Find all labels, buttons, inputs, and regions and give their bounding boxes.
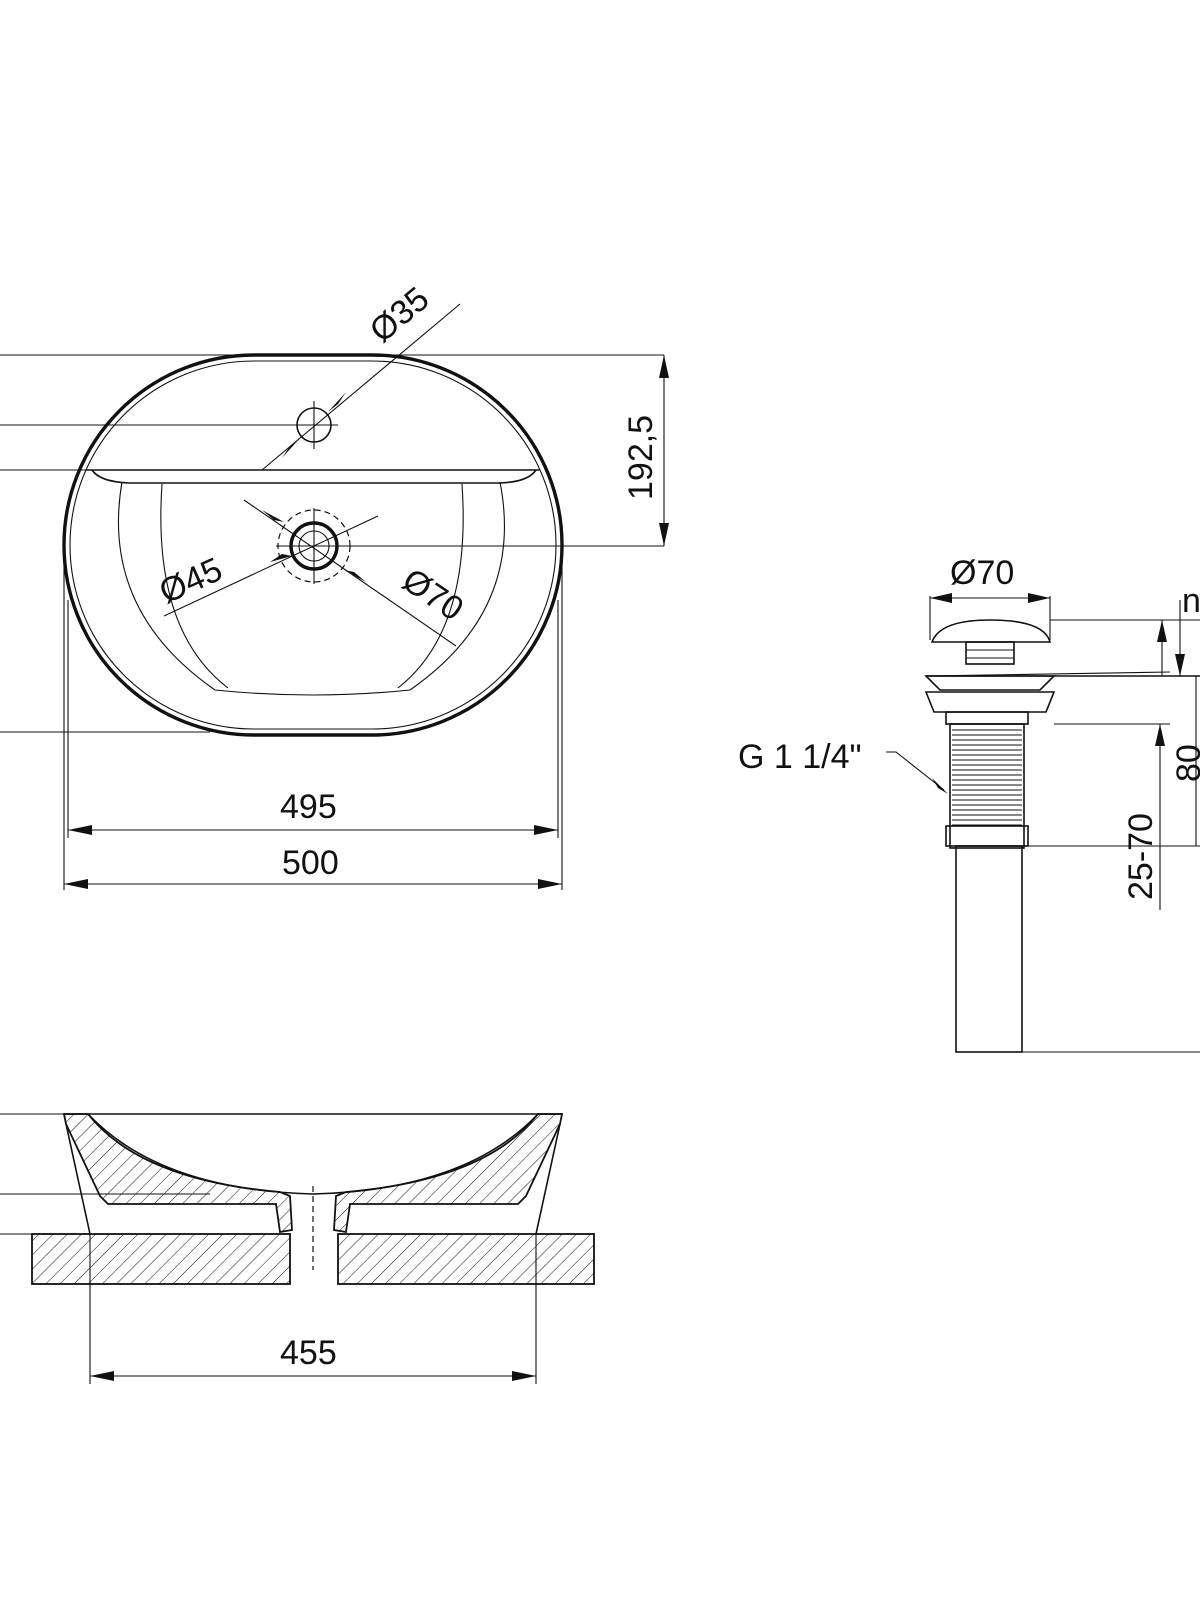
- side-base-left: [65, 1123, 91, 1235]
- drain-thread-body: [949, 723, 1025, 849]
- drain-plane-line-2: [925, 671, 1171, 677]
- side-bowl-inner: [87, 1113, 539, 1195]
- basin-outer-rim: [62, 353, 564, 737]
- drain-collar: [945, 711, 1029, 725]
- dim-partial-top-arrow: [1175, 654, 1185, 676]
- dim-base-width: 455: [280, 1334, 337, 1372]
- bowl-contour-left-inner: [160, 483, 229, 689]
- dim-inner-width: 495: [280, 788, 337, 826]
- drain-cap-arrow-l: [930, 593, 952, 603]
- dim-inner-width-arrow-r: [534, 825, 558, 835]
- dim-partial-top-arrow-2: [1157, 620, 1167, 642]
- dim-waste-inner-arrow: [270, 554, 292, 562]
- deck-ledge-lower: [91, 469, 537, 484]
- drain-cap-dim: Ø70: [950, 554, 1014, 592]
- basin-inner-rim: [69, 360, 557, 730]
- bowl-contour-bottom: [214, 689, 411, 696]
- bowl-contour-left-outer: [118, 481, 216, 691]
- drain-cap: [930, 619, 1052, 643]
- drain-thread-leader: [886, 751, 945, 791]
- dim-height: 192,5: [622, 415, 660, 500]
- drain-tailpipe: [955, 845, 1023, 1053]
- drain-thread-lines: [952, 729, 1022, 826]
- drain-nut: [945, 825, 1029, 847]
- drain-view: Ø70 G 1 1/4" n: [738, 554, 1200, 1053]
- drain-thread-arrow: [932, 778, 948, 794]
- dim-base-width-arrow-l: [90, 1371, 114, 1381]
- basin-top-view: Ø35 192,5 Ø45 Ø70 495 500: [0, 280, 669, 890]
- dim-height-arrow-top: [659, 355, 669, 378]
- drain-stem: [965, 641, 1015, 665]
- dim-outer-width: 500: [282, 844, 339, 882]
- dim-waste-inner: Ø45: [154, 550, 228, 611]
- dim-range-arrow: [1155, 724, 1165, 746]
- dim-inner-width-arrow-l: [68, 825, 92, 835]
- dim-tap-arrow-2: [282, 438, 300, 458]
- countertop-left: [31, 1233, 291, 1285]
- dim-partial-height: 80: [1170, 744, 1200, 782]
- dim-range: 25-70: [1122, 813, 1160, 900]
- bowl-contour-right-inner: [397, 483, 464, 689]
- dim-waste-outer-arrow-2: [344, 570, 366, 582]
- dim-outer-width-arrow-l: [64, 879, 88, 889]
- drain-flange-body: [924, 691, 1056, 713]
- side-wall-right: [333, 1113, 564, 1234]
- basin-side-view: 455: [0, 1113, 595, 1384]
- drain-flange-top: [924, 675, 1056, 691]
- dim-partial-top: n: [1182, 582, 1200, 620]
- side-wall-left: [62, 1113, 293, 1234]
- bowl-contour-right-outer: [409, 481, 506, 691]
- dim-tap-arrow-1: [328, 392, 346, 412]
- dim-outer-width-arrow-r: [538, 879, 562, 889]
- dim-base-width-arrow-r: [512, 1371, 536, 1381]
- dim-tap-hole: Ø35: [363, 280, 437, 350]
- drain-cap-arrow-r: [1028, 593, 1050, 603]
- countertop-right: [337, 1233, 595, 1285]
- dim-waste-inner-leader: [163, 515, 379, 617]
- side-base-right: [535, 1123, 561, 1235]
- dim-waste-outer-arrow-1: [262, 510, 284, 522]
- dim-height-arrow-bottom: [659, 523, 669, 546]
- drain-thread-dim: G 1 1/4": [738, 738, 862, 776]
